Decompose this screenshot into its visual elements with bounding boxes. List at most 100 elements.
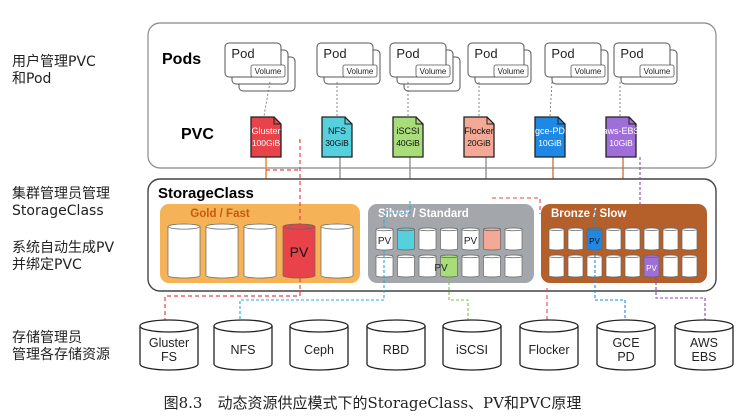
backend-label: RBD (383, 343, 409, 357)
silver-disk-body (483, 256, 501, 278)
silver-disk-top (440, 254, 458, 259)
backend-label: GCE (612, 336, 639, 350)
silver-disk (504, 254, 523, 278)
storageclass-diagram: Pods PVC PodVolumePodVolumePodVolumePodV… (139, 22, 734, 371)
bronze-disk (548, 227, 565, 251)
gold-disk (167, 223, 201, 279)
bronze-disk (548, 254, 565, 278)
pod-pvc-link (263, 81, 271, 117)
pvc-name: gce-PD (535, 126, 566, 136)
bronze-disk-body (624, 256, 641, 278)
bronze-disk (605, 227, 622, 251)
pods-group: PodVolumePodVolumePodVolumePodVolumePodV… (224, 42, 678, 92)
bronze-disk-body (681, 229, 698, 251)
pvc-doc (250, 116, 282, 158)
storageclass-title: StorageClass (158, 185, 254, 202)
silver-disk-body (418, 229, 437, 251)
silver-disk-top (418, 254, 437, 259)
volume-label: Volume (347, 67, 374, 76)
bronze-disk-top (643, 227, 660, 231)
silver-pv-flocker-label: PV (464, 236, 478, 247)
volume-box (342, 64, 378, 78)
pvc-doc (463, 116, 495, 158)
silver-disk (397, 227, 415, 251)
silver-disk-top (483, 254, 501, 259)
bronze-disk-top (662, 254, 679, 258)
pod-label: Pod (620, 46, 643, 61)
silver-disk (418, 227, 437, 251)
bronze-disk (567, 227, 584, 251)
silver-disk-top (440, 227, 458, 232)
pvc-doc (321, 116, 353, 158)
silver-disk (483, 227, 501, 251)
silver-disk (375, 227, 394, 251)
pvc-name: Gluster (251, 126, 280, 136)
pod-label: Pod (231, 46, 254, 61)
backend-label: Flocker (529, 343, 570, 357)
silver-disk (461, 254, 480, 278)
bronze-disk (567, 254, 584, 278)
pod-pvc-link (549, 81, 553, 117)
bronze-disk-top (567, 254, 584, 258)
backend-label: Ceph (304, 343, 334, 357)
gold-pv-label: PV (290, 244, 309, 260)
pvc-size: 40GiB (396, 138, 420, 148)
bronze-disk (681, 227, 698, 251)
silver-disk-top (418, 227, 437, 232)
bronze-disk-body (643, 229, 660, 251)
nfs-backend-link (239, 250, 385, 320)
bronze-disk-top (624, 254, 641, 258)
flocker-pv-link (492, 197, 541, 214)
gold-disk-top (205, 223, 239, 230)
backend-cylinder-top (139, 319, 199, 333)
pvc-title: PVC (181, 126, 214, 143)
bronze-disk-body (662, 256, 679, 278)
bronze-disk-top (643, 254, 660, 258)
gluster-backend-link (164, 278, 301, 320)
backend-cylinder (596, 326, 656, 371)
gce-backend-link (594, 250, 626, 320)
volume-label: Volume (420, 67, 447, 76)
bronze-disk-body (681, 256, 698, 278)
silver-disk-body (504, 229, 523, 251)
backend-connector-lines (164, 139, 706, 320)
volume-box (250, 64, 286, 78)
bronze-disk-body (586, 229, 603, 251)
label-admin-manage: 集群管理员管理 StorageClass (12, 186, 110, 219)
gold-disk-top (243, 223, 277, 230)
nfs-pv-link (383, 200, 411, 228)
pod-label: Pod (323, 46, 346, 61)
pvc-doc (392, 116, 424, 158)
bronze-disk (681, 254, 698, 278)
backend-label: PD (617, 350, 634, 364)
bronze-disk (605, 254, 622, 278)
pvc-group: Gluster100GiBNFS30GiBiSCSI40GiBFlocker20… (250, 116, 640, 158)
storage-class-label: Bronze / Slow (551, 208, 626, 220)
pvc-size: 30GiB (325, 138, 349, 148)
gold-disk-body (320, 226, 354, 279)
backend-cylinder-top (596, 319, 656, 333)
bronze-disk-top (586, 227, 603, 231)
silver-disk-top (397, 254, 415, 259)
silver-disk-body (440, 256, 458, 278)
bronze-pv-gce-label: PV (589, 237, 600, 246)
silver-pv-nfs-label: PV (378, 236, 392, 247)
bronze-disk-top (605, 254, 622, 258)
bronze-disk (662, 254, 679, 278)
pod-label: Pod (474, 46, 497, 61)
backend-cylinder-top (289, 319, 349, 333)
iscsi-backend-link (448, 277, 469, 320)
silver-disk-top (483, 227, 501, 232)
silver-disk-top (397, 227, 415, 232)
silver-disk (418, 254, 437, 278)
silver-disk-top (504, 227, 523, 232)
silver-pv-iscsi-label: PV (434, 263, 448, 274)
backend-cylinder (289, 326, 349, 371)
silver-disk (483, 254, 501, 278)
bronze-disk-top (681, 227, 698, 231)
silver-disk-top (375, 227, 394, 232)
pvc-name: aws-EBS (602, 126, 639, 136)
bronze-disk (643, 227, 660, 251)
pod-label: Pod (396, 46, 419, 61)
